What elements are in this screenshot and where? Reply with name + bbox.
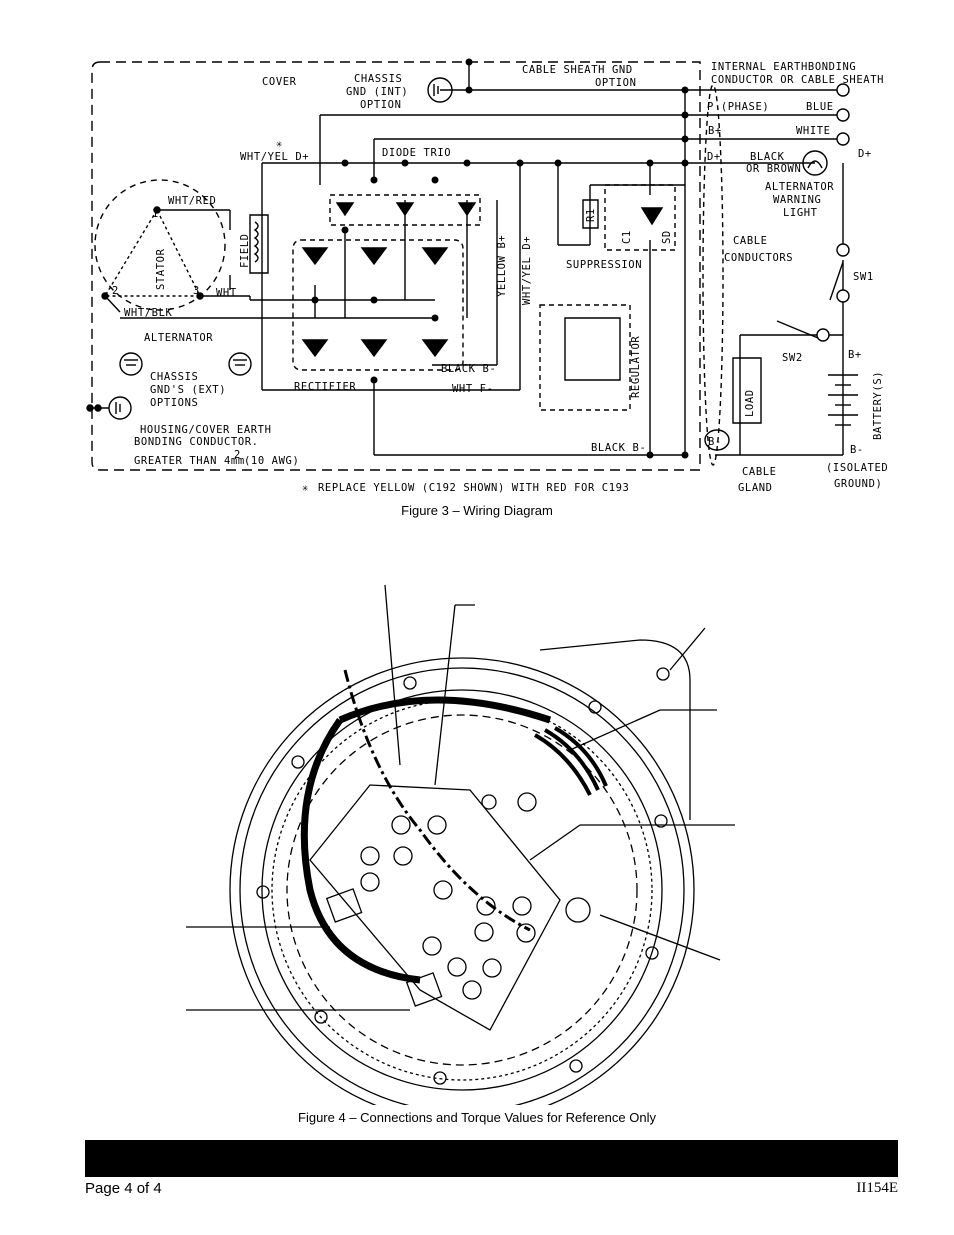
warning-light-icon — [803, 151, 827, 175]
leader-lines — [186, 585, 735, 1010]
footer-bar — [85, 1140, 898, 1177]
label-b-plus-terminal: B+ — [708, 125, 722, 137]
label-rectifier: RECTIFIER — [294, 381, 356, 393]
junctions — [311, 58, 689, 459]
asterisk-icon: ✳ — [276, 138, 283, 150]
label-chassis-int-1: CHASSIS — [354, 73, 402, 85]
label-cover: COVER — [262, 76, 297, 88]
label-wht-f: WHT F- — [452, 383, 494, 395]
label-node-1: 1 — [152, 208, 159, 220]
page-number: Page 4 of 4 — [85, 1180, 162, 1197]
wiring-diagram: COVER CHASSIS GND (INT) OPTION CABLE SHE… — [0, 58, 888, 494]
sw2-blade — [777, 321, 818, 338]
ground-icons — [87, 78, 452, 419]
label-warning-3: LIGHT — [783, 207, 818, 219]
label-b-plus-batt: B+ — [848, 349, 862, 361]
label-white: WHITE — [796, 125, 831, 137]
label-blue: BLUE — [806, 101, 834, 113]
sw1-blade — [830, 262, 843, 300]
label-stator: STATOR — [155, 248, 167, 290]
field-coil — [250, 215, 268, 273]
connections-drawing — [0, 570, 954, 1105]
label-sd: SD — [661, 230, 673, 244]
figure4-caption: Figure 4 – Connections and Torque Values… — [298, 1110, 656, 1125]
label-housing-2: BONDING CONDUCTOR. — [134, 436, 259, 448]
footnote-asterisk-icon: ✳ — [302, 482, 309, 494]
label-chassis-int-3: OPTION — [360, 99, 402, 111]
label-housing-1: HOUSING/COVER EARTH — [140, 424, 272, 436]
label-regulator: REGULATOR — [630, 336, 642, 398]
screw-terminals — [361, 793, 590, 999]
label-isolated-1: (ISOLATED — [826, 462, 888, 474]
label-r1: R1 — [585, 208, 597, 222]
terminals — [817, 84, 849, 341]
label-node-2: 2 — [112, 285, 119, 297]
label-housing-sup: 2 — [234, 449, 241, 461]
regulator-chip — [565, 318, 620, 380]
label-b-minus-batt: B- — [850, 444, 864, 456]
label-cable-sheath-1: CABLE SHEATH GND — [522, 64, 633, 76]
label-cable-conductors-1: CABLE — [733, 235, 768, 247]
label-d-plus-lamp: D+ — [858, 148, 872, 160]
stator-symbol — [95, 180, 225, 310]
label-chassis-ext-1: CHASSIS — [150, 371, 198, 383]
label-housing-3: GREATER THAN 4mm — [134, 455, 245, 467]
diode-trio-box — [330, 195, 480, 225]
diodes — [303, 203, 662, 356]
label-black: BLACK — [750, 151, 785, 163]
label-warning-1: ALTERNATOR — [765, 181, 834, 193]
label-warning-2: WARNING — [773, 194, 821, 206]
label-diode-trio: DIODE TRIO — [382, 147, 451, 159]
label-cable-conductors-2: CONDUCTORS — [724, 252, 793, 264]
label-sw1: SW1 — [853, 271, 874, 283]
label-field: FIELD — [239, 233, 251, 268]
label-cable-sheath-2: OPTION — [595, 77, 637, 89]
label-black-b-bottom: BLACK B- — [591, 442, 646, 454]
document-code: II154E — [856, 1180, 898, 1196]
label-housing-4: (10 AWG) — [244, 455, 299, 467]
label-or-brown: OR BROWN — [746, 163, 801, 175]
label-chassis-ext-3: OPTIONS — [150, 397, 198, 409]
label-isolated-2: GROUND) — [834, 478, 882, 490]
regulator-box — [540, 305, 630, 410]
label-sw2: SW2 — [782, 352, 803, 364]
label-yellow-b: YELLOW B+ — [496, 235, 508, 297]
label-load: LOAD — [744, 389, 756, 417]
label-wht: WHT — [216, 287, 237, 299]
label-c1: C1 — [621, 230, 633, 244]
bolt-holes — [257, 677, 667, 1084]
label-chassis-ext-2: GND'S (EXT) — [150, 384, 226, 396]
label-b-minus-terminal: B- — [708, 436, 722, 448]
label-wht-blk: WHT/BLK — [124, 307, 173, 319]
label-suppression: SUPPRESSION — [566, 259, 642, 271]
label-internal-earth-2: CONDUCTOR OR CABLE SHEATH — [711, 74, 884, 86]
label-battery: BATTERY(S) — [872, 371, 884, 440]
label-wht-yel-d: WHT/YEL D+ — [240, 151, 309, 163]
label-alternator: ALTERNATOR — [144, 332, 213, 344]
cover-outline — [92, 62, 700, 470]
suppression-box — [605, 185, 675, 250]
label-d-plus-terminal: D+ — [707, 151, 721, 163]
label-cable-gland-2: GLAND — [738, 482, 773, 494]
cable-conductors-oval — [702, 84, 724, 466]
label-internal-earth-1: INTERNAL EARTHBONDING — [711, 61, 856, 73]
label-wht-red: WHT/RED — [168, 195, 216, 207]
label-phase: P (PHASE) — [707, 101, 769, 113]
figure3-caption: Figure 3 – Wiring Diagram — [401, 503, 553, 518]
rectifier-box — [293, 240, 463, 370]
label-node-3: 3 — [193, 285, 200, 297]
r1-resistor — [583, 200, 598, 228]
label-chassis-int-2: GND (INT) — [346, 86, 408, 98]
battery-icon — [828, 375, 858, 425]
label-footnote: REPLACE YELLOW (C192 SHOWN) WITH RED FOR… — [318, 482, 629, 494]
label-black-b-rect: BLACK B- — [441, 363, 496, 375]
load-box — [733, 358, 761, 423]
label-cable-gland-1: CABLE — [742, 466, 777, 478]
label-wht-yel-d-vert: WHT/YEL D+ — [521, 236, 533, 305]
